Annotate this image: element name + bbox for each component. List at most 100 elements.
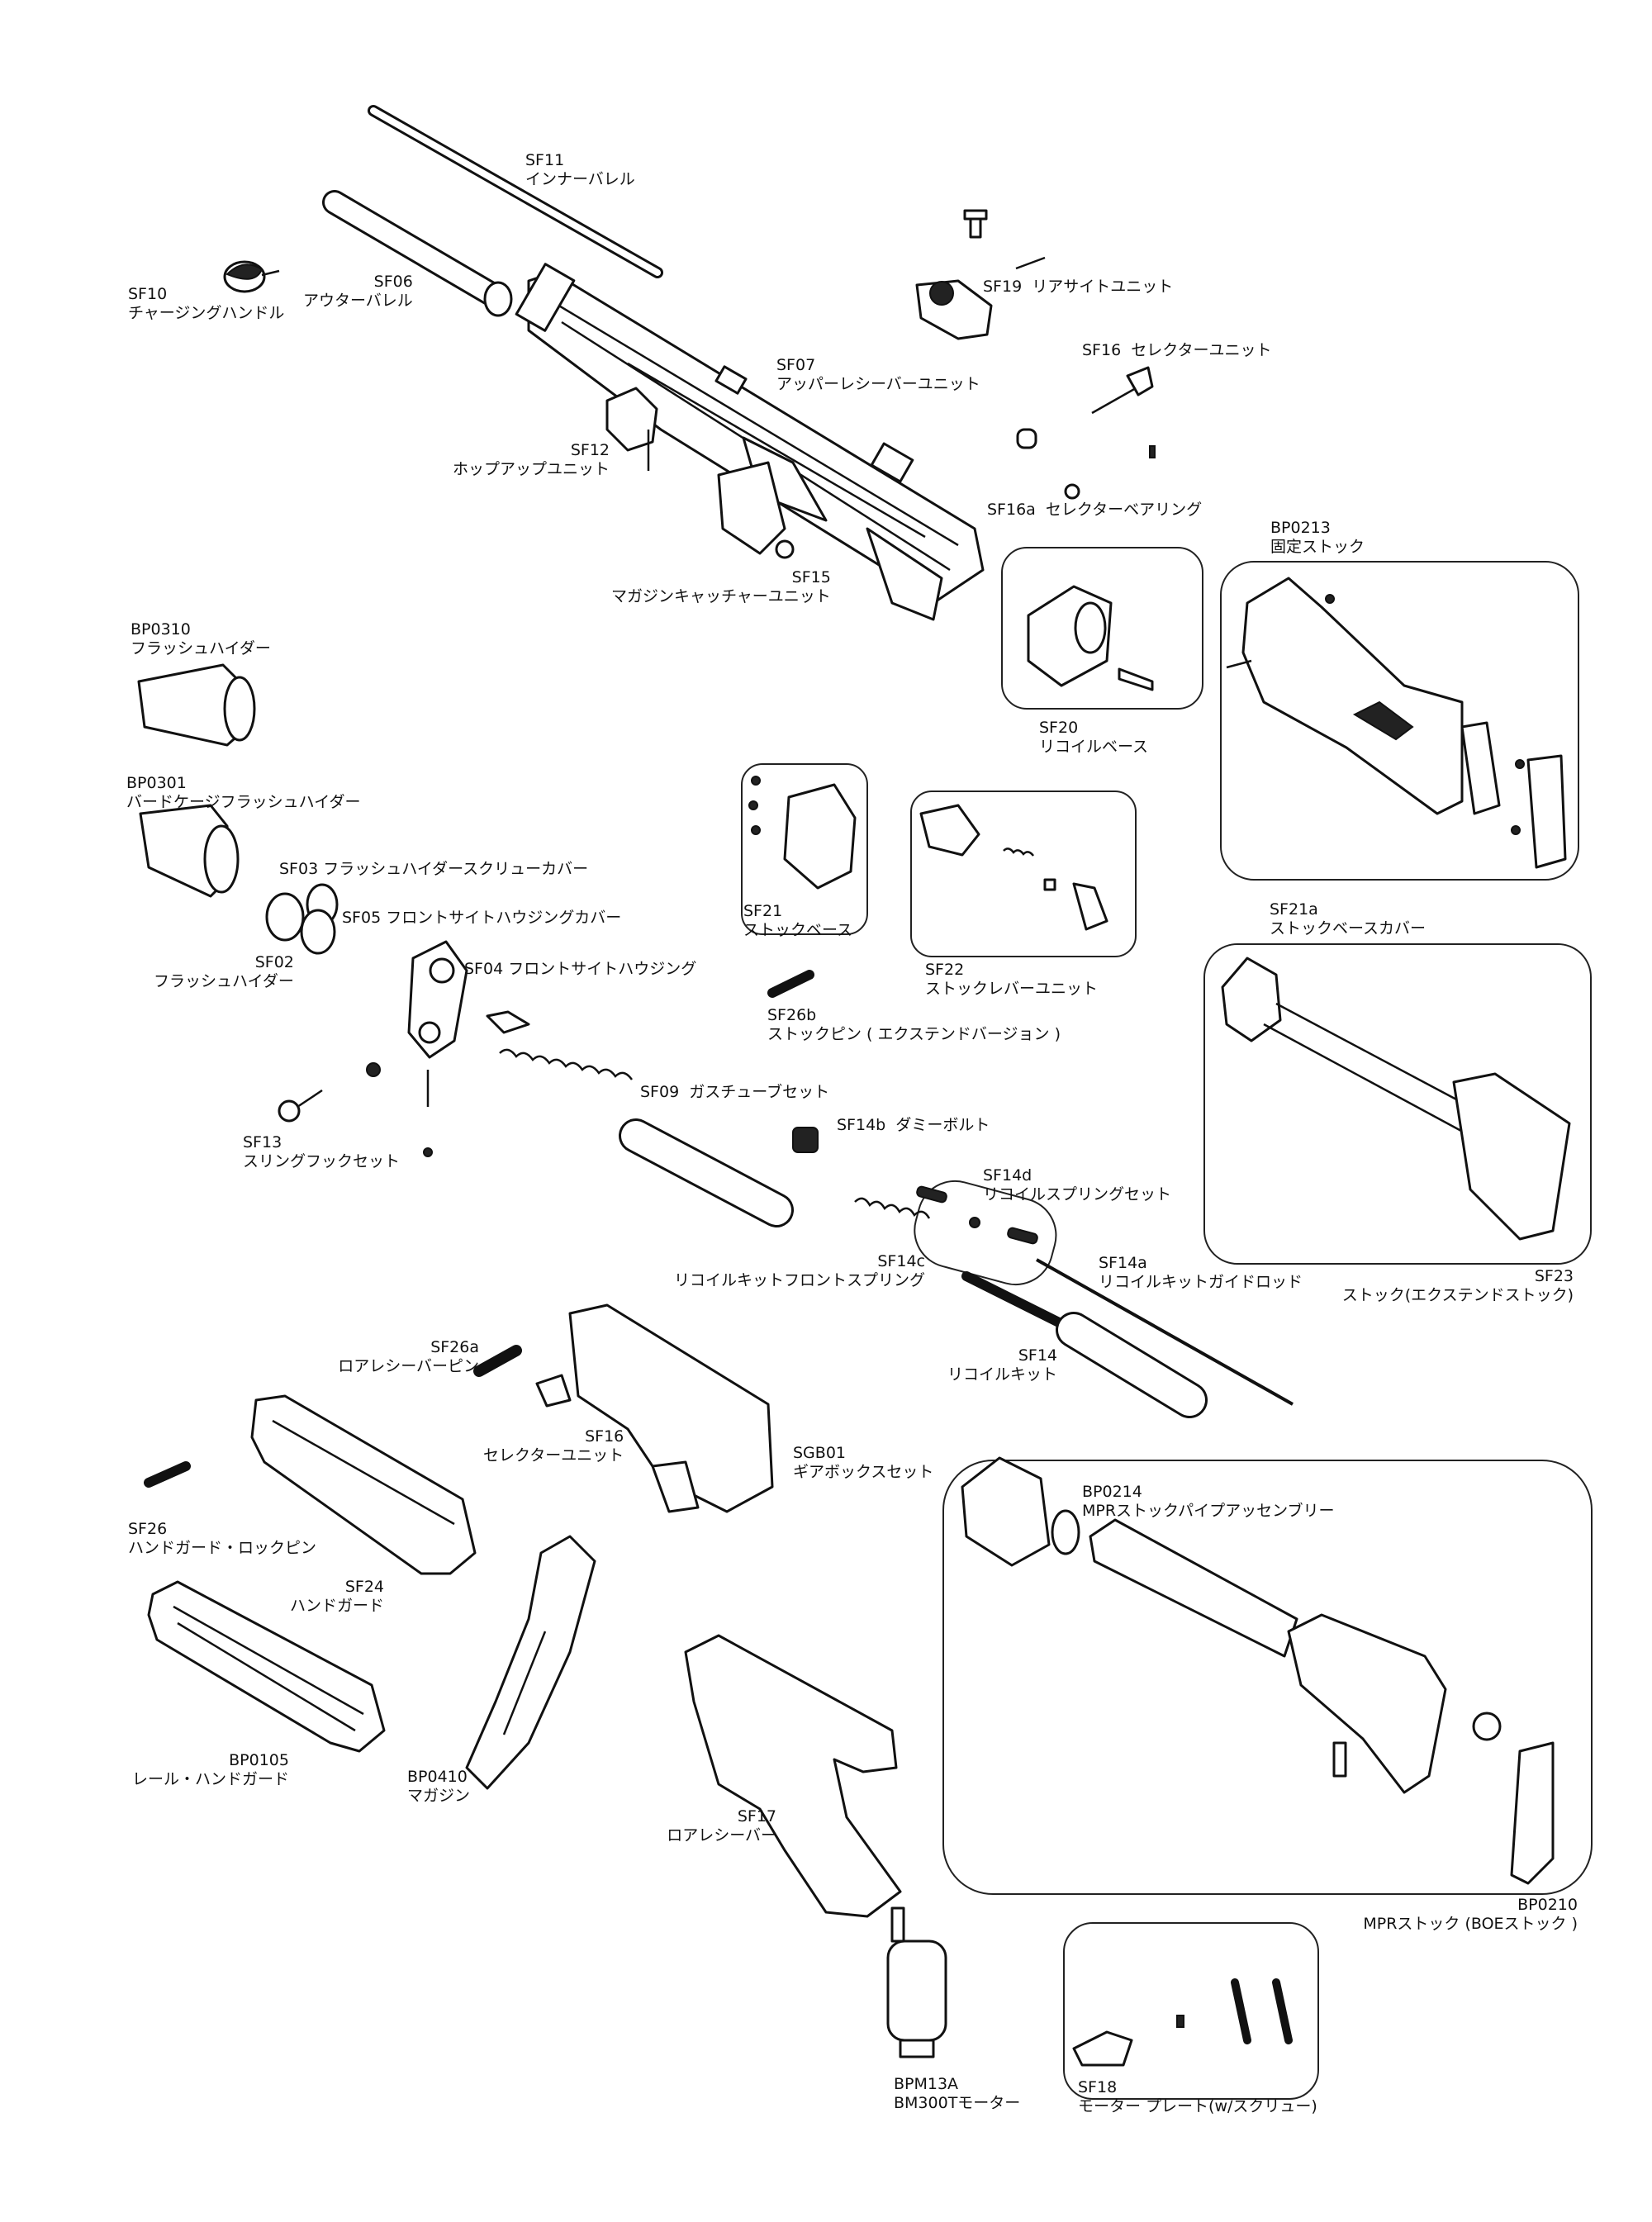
label-sf24: SF24 ハンドガード	[248, 1578, 384, 1616]
part-code: BPM13A	[894, 2075, 959, 2093]
part-name: バードケージフラッシュハイダー	[126, 793, 361, 811]
part-code: SF26	[128, 1520, 168, 1538]
label-sf06: SF06 アウターバレル	[303, 273, 413, 311]
birdcage-flash-hider-part	[139, 804, 240, 898]
charging-handle-part	[223, 260, 280, 293]
upper-receiver-part	[515, 263, 985, 621]
part-name: セレクターユニット	[1131, 341, 1272, 359]
part-code: SF14d	[983, 1166, 1032, 1185]
sf22-group-box	[910, 791, 1137, 957]
part-code: SF20	[1039, 719, 1079, 737]
label-sf12: SF12 ホップアップユニット	[453, 441, 610, 479]
gas-tube-part	[619, 1118, 794, 1227]
part-name: リコイルスプリングセット	[983, 1185, 1172, 1204]
part-name: ホップアップユニット	[453, 460, 610, 478]
label-sf21a: SF21a ストックベースカバー	[1270, 900, 1426, 938]
part-code: BP0210	[1517, 1896, 1578, 1914]
part-code: SGB01	[793, 1444, 846, 1462]
part-code: SF14	[1018, 1346, 1057, 1365]
part-code: SF15	[791, 568, 831, 586]
label-sf04: SF04 フロントサイトハウジング	[464, 960, 696, 979]
sf18-group-box	[1063, 1922, 1319, 2100]
label-bp0210: BP0210 MPRストック (BOEストック )	[1305, 1896, 1578, 1934]
selector-unit-mid-part	[535, 1374, 572, 1408]
part-name: ストックレバーユニット	[925, 980, 1099, 998]
label-sf14b: SF14b ダミーボルト	[837, 1116, 990, 1135]
part-code: SF26b	[767, 1006, 817, 1024]
magazine-catch-part	[717, 461, 795, 559]
rail-handguard-part	[147, 1580, 386, 1753]
stock-lever-part	[919, 804, 1108, 931]
flash-hider-cover-parts	[265, 883, 339, 955]
part-name: ストックベースカバー	[1270, 919, 1427, 938]
mpr-stock-part	[961, 1456, 1555, 1885]
part-code: SF23	[1534, 1267, 1574, 1285]
label-sf26: SF26 ハンドガード・ロックピン	[128, 1520, 316, 1558]
label-bp0301: BP0301 バードケージフラッシュハイダー	[126, 774, 360, 812]
recoil-kit-part	[961, 1271, 1208, 1418]
handguard-lock-pin-part	[144, 1461, 191, 1488]
part-name: アッパーレシーバーユニット	[776, 375, 980, 393]
part-name: リコイルキット	[947, 1365, 1057, 1384]
part-code: BP0301	[126, 774, 187, 792]
part-name: ギアボックスセット	[793, 1463, 934, 1481]
sf21-group-box	[741, 763, 868, 935]
selector-unit-part	[1016, 366, 1156, 458]
fixed-stock-part	[1226, 577, 1567, 869]
part-code: SF02	[254, 953, 294, 971]
part-name: ダミーボルト	[895, 1116, 990, 1134]
stock-pin-part	[767, 970, 814, 998]
bp0213-group-box	[1220, 561, 1579, 881]
hop-up-unit-part	[605, 387, 658, 471]
selector-bearing-part	[1064, 483, 1080, 500]
label-sf10: SF10 チャージングハンドル	[128, 285, 284, 323]
part-code: SF03	[279, 860, 319, 878]
label-sf03: SF03 フラッシュハイダースクリューカバー	[279, 860, 588, 879]
label-sf26b: SF26b ストックピン ( エクステンドバージョン )	[767, 1006, 1061, 1044]
label-bpm13a: BPM13A BM300Tモーター	[894, 2075, 1020, 2113]
label-sf21: SF21 ストックベース	[743, 902, 852, 940]
outer-barrel-part	[322, 190, 513, 317]
part-name: フロントサイトハウジングカバー	[386, 909, 622, 927]
part-name: フラッシュハイダー	[131, 639, 271, 658]
part-name: セレクターユニット	[483, 1446, 624, 1465]
label-sf14: SF14 リコイルキット	[933, 1346, 1057, 1384]
label-sgb01: SGB01 ギアボックスセット	[793, 1444, 933, 1482]
part-code: SF16a	[987, 501, 1036, 519]
sling-hook-part	[278, 1062, 433, 1157]
part-code: SF24	[344, 1578, 384, 1596]
part-code: SF21a	[1270, 900, 1318, 919]
label-bp0310: BP0310 フラッシュハイダー	[131, 620, 271, 658]
label-sf14a: SF14a リコイルキットガイドロッド	[1099, 1254, 1303, 1292]
lower-receiver-part	[684, 1634, 902, 1918]
part-code: SF14a	[1099, 1254, 1147, 1272]
part-name: ガスチューブセット	[689, 1083, 830, 1101]
part-code: SF17	[737, 1807, 776, 1826]
part-name: アウターバレル	[303, 292, 413, 310]
part-code: SF05	[342, 909, 382, 927]
part-name: フロントサイトハウジング	[508, 960, 697, 978]
part-name: MPRストックパイプアッセンブリー	[1082, 1502, 1335, 1520]
part-code: BP0213	[1270, 519, 1331, 537]
part-code: SF26a	[430, 1338, 479, 1356]
part-code: SF16	[1082, 341, 1122, 359]
label-sf05: SF05 フロントサイトハウジングカバー	[342, 909, 621, 928]
part-name: BM300Tモーター	[894, 2094, 1021, 2112]
front-sight-housing-part	[407, 940, 530, 1059]
dummy-bolt-part	[792, 1127, 819, 1153]
label-bp0213: BP0213 固定ストック	[1270, 519, 1365, 557]
part-code: BP0310	[131, 620, 191, 639]
label-sf16a: SF16a セレクターベアリング	[987, 501, 1202, 520]
part-name: マガジン	[407, 1787, 471, 1805]
gas-tube-spring-part	[499, 1048, 634, 1080]
part-code: BP0105	[229, 1751, 289, 1769]
part-code: SF10	[128, 285, 168, 303]
part-code: SF22	[925, 961, 965, 979]
part-name: ロアレシーバー	[667, 1826, 776, 1845]
inner-barrel-part	[368, 105, 663, 278]
recoil-spring-set-part	[916, 1185, 1038, 1245]
part-name: ストック(エクステンドストック)	[1341, 1286, 1574, 1304]
sf23-group-box	[1203, 943, 1592, 1265]
part-code: SF07	[776, 356, 816, 374]
